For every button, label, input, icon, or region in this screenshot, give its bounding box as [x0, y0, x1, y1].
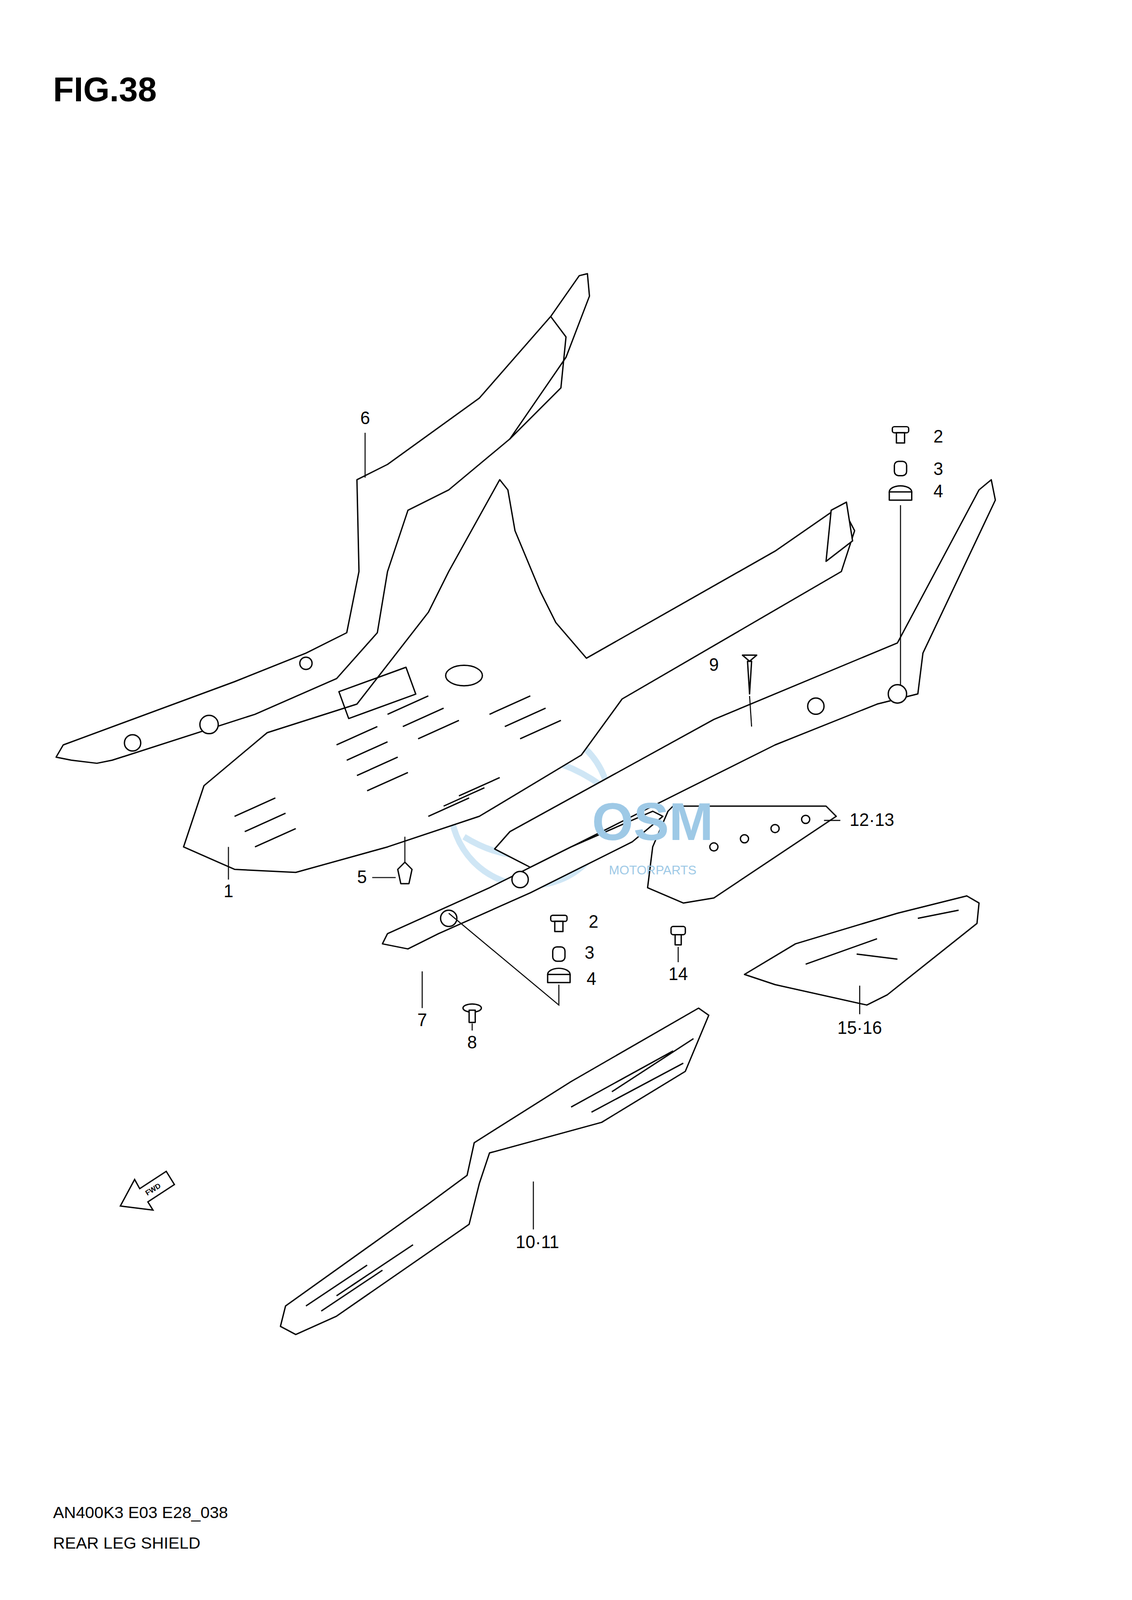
- illustration-line: [892, 426, 909, 433]
- illustration-line: [234, 797, 296, 847]
- illustration-line: [894, 461, 907, 476]
- illustration-line: [387, 695, 459, 739]
- illustration-line: [280, 1007, 709, 1335]
- illustration-line: [823, 819, 841, 821]
- callout-number: 5: [357, 867, 367, 887]
- illustration-line: [471, 1022, 473, 1031]
- illustration-line: [338, 667, 416, 719]
- leader-lines: [228, 432, 901, 1230]
- illustration-line: [336, 726, 408, 791]
- illustration-line: [740, 834, 749, 843]
- illustration-line: [227, 846, 229, 880]
- illustration-line: [742, 655, 757, 694]
- illustration-line: [571, 1038, 694, 1113]
- illustration-line: [305, 1038, 694, 1311]
- illustration-line: [199, 715, 219, 734]
- figure-subtitle: REAR LEG SHIELD: [52, 1533, 201, 1552]
- fasteners: [397, 426, 912, 1022]
- illustration-line: [889, 491, 912, 501]
- illustration-line: [421, 971, 423, 1008]
- illustration-line: [899, 504, 901, 686]
- illustration-line: [550, 914, 567, 922]
- illustration-line: [489, 695, 561, 739]
- illustration-line: [896, 432, 905, 443]
- illustration-line: [859, 985, 861, 1015]
- illustration-line: [675, 934, 682, 945]
- illustration-line: [807, 697, 825, 715]
- callout-number: 14: [668, 964, 688, 984]
- illustration-line: [448, 912, 559, 1005]
- callout-number: 9: [708, 655, 719, 675]
- illustration-line: [805, 910, 960, 965]
- illustration-line: [511, 871, 529, 888]
- illustration-line: [234, 665, 561, 848]
- direction-label: FWD: [143, 1181, 163, 1197]
- illustration-line: [397, 862, 412, 884]
- watermark: MOTORPARTS: [609, 863, 697, 878]
- illustration-line: [547, 974, 570, 983]
- callout-number: 2: [933, 426, 944, 447]
- illustration-line: [469, 1009, 476, 1022]
- figure-title: FIG.38: [52, 71, 157, 109]
- illustration-line: [404, 836, 406, 863]
- illustration-line: [364, 432, 366, 478]
- illustration-line: [677, 946, 679, 963]
- fwd-arrow: [120, 1171, 175, 1211]
- illustration-line: [305, 1244, 413, 1311]
- illustration-line: [554, 921, 564, 932]
- callout-number: 3: [584, 943, 595, 963]
- illustration-line: [749, 695, 752, 727]
- callout-number: 7: [417, 1010, 427, 1030]
- illustration-line: [801, 815, 810, 824]
- illustration-line: [445, 665, 483, 686]
- callout-number: 10·11: [515, 1232, 559, 1252]
- illustration-line: [299, 657, 313, 670]
- drawing-code: AN400K3 E03 E28_038: [52, 1503, 228, 1522]
- illustration-line: [826, 502, 853, 562]
- illustration-line: [770, 824, 780, 833]
- callout-number: 4: [933, 482, 944, 502]
- illustration-line: [744, 895, 979, 1005]
- illustration-line: [124, 734, 142, 752]
- callout-number: 8: [467, 1032, 477, 1053]
- illustration-line: [552, 946, 566, 961]
- watermark: OSM: [592, 791, 714, 851]
- part-outlines: [56, 273, 996, 1335]
- illustration-line: [372, 876, 396, 878]
- callout-number: 1: [223, 881, 234, 902]
- callout-number: 2: [588, 912, 599, 932]
- callout-number: 12·13: [849, 810, 895, 830]
- illustration-line: [888, 684, 907, 704]
- illustration-line: [428, 777, 500, 817]
- illustration-line: [533, 1181, 535, 1230]
- callout-number: 3: [933, 459, 944, 479]
- illustration-line: [671, 926, 686, 935]
- callout-number: 6: [360, 408, 370, 428]
- callout-number: 15·16: [837, 1018, 882, 1038]
- illustration-line: [509, 316, 566, 440]
- callout-number: 4: [586, 969, 597, 990]
